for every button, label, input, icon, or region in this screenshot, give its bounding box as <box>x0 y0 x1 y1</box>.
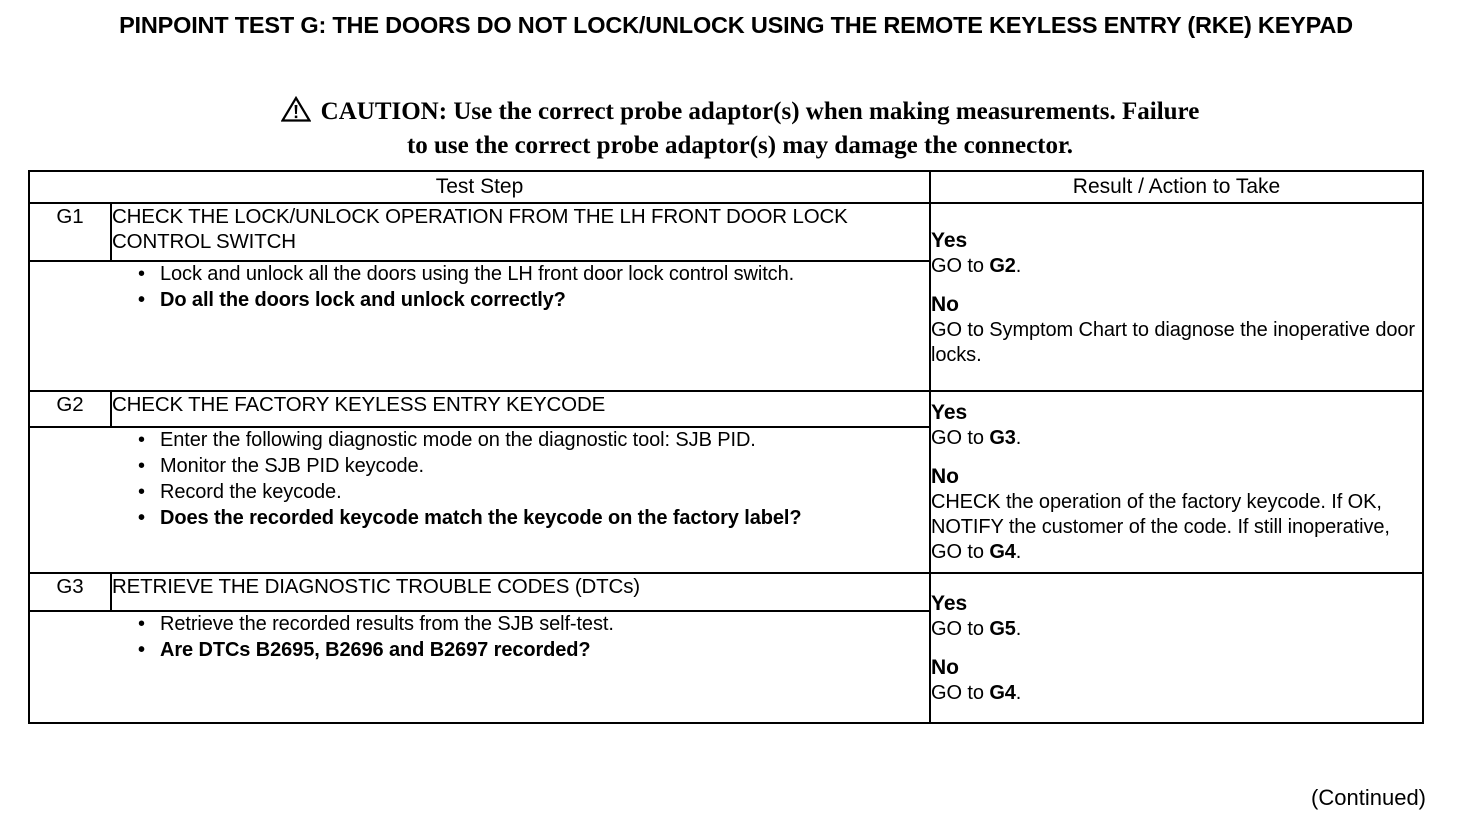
bullet-dot-icon: • <box>138 429 145 451</box>
result-no-action-post-g2: . <box>1015 541 1022 563</box>
result-yes-action-g1: GO to G2. <box>931 254 1422 279</box>
bullet-list-g1: • Lock and unlock all the doors using the… <box>30 262 929 313</box>
step-heading-g2: CHECK THE FACTORY KEYLESS ENTRY KEYCODE <box>110 390 931 428</box>
table-row: G1 CHECK THE LOCK/UNLOCK OPERATION FROM … <box>28 202 1424 392</box>
bullet-dot-icon: • <box>138 613 145 635</box>
table-row: G3 RETRIEVE THE DIAGNOSTIC TROUBLE CODES… <box>28 572 1424 724</box>
list-item: • Record the keycode. <box>30 480 929 505</box>
result-yes-action-post-g3: . <box>1015 618 1022 640</box>
list-item: • Are DTCs B2695, B2696 and B2697 recorde… <box>30 638 929 663</box>
step-body-g2: • Enter the following diagnostic mode on … <box>28 426 931 574</box>
bullet-dot-icon: • <box>138 639 145 661</box>
page-title: PINPOINT TEST G: THE DOORS DO NOT LOCK/U… <box>119 12 1353 38</box>
bullet-dot-icon: • <box>138 507 145 529</box>
result-no-label-g3: No <box>931 656 959 679</box>
result-yes-action-pre-g3: GO to <box>931 618 990 640</box>
table-row: • Lock and unlock all the doors using the… <box>28 260 1423 392</box>
result-yes-action-g3: GO to G5. <box>931 617 1422 642</box>
step-heading-g3: RETRIEVE THE DIAGNOSTIC TROUBLE CODES (D… <box>110 572 931 612</box>
step-heading-g1: CHECK THE LOCK/UNLOCK OPERATION FROM THE… <box>110 202 931 262</box>
step-id-g2: G2 <box>28 390 112 428</box>
result-yes-label-g3: Yes <box>931 592 968 615</box>
bullet-text: Lock and unlock all the doors using the … <box>160 263 795 285</box>
step-body-g3: • Retrieve the recorded results from the … <box>28 610 931 724</box>
result-yes-action-post-g2: . <box>1015 427 1022 449</box>
result-yes-action-g2: GO to G3. <box>931 426 1422 451</box>
result-no-action-ref-g3: G4 <box>989 682 1016 704</box>
result-cell-g2: Yes GO to G3. No CHECK the operation of … <box>929 390 1424 574</box>
result-no-action-g3: GO to G4. <box>931 681 1422 706</box>
result-no-action-ref-g2: G4 <box>989 541 1016 563</box>
result-no-action-post-g3: . <box>1015 682 1022 704</box>
column-header-result-action: Result / Action to Take <box>929 170 1424 204</box>
table-row: G2 CHECK THE FACTORY KEYLESS ENTRY KEYCO… <box>28 390 1424 574</box>
result-yes-action-ref-g1: G2 <box>989 254 1016 277</box>
result-yes-action-post-g1: . <box>1015 254 1022 277</box>
result-no-action-g2: CHECK the operation of the factory keyco… <box>931 490 1422 565</box>
bullet-text: Do all the doors lock and unlock correct… <box>160 289 566 311</box>
bullet-text: Record the keycode. <box>160 481 342 503</box>
table-row: • Enter the following diagnostic mode on … <box>28 426 1423 574</box>
bullet-dot-icon: • <box>138 289 145 311</box>
bullet-text: Retrieve the recorded results from the S… <box>160 613 614 635</box>
result-cell-g3: Yes GO to G5. No GO to G4. <box>929 572 1424 724</box>
result-yes-action-ref-g2: G3 <box>989 427 1016 449</box>
result-no-action-pre-g3: GO to <box>931 682 990 704</box>
bullet-list-g3: • Retrieve the recorded results from the … <box>30 612 929 663</box>
result-cell-g1: Yes GO to G2. No GO to Symptom Chart to … <box>929 202 1424 392</box>
list-item: • Enter the following diagnostic mode on … <box>30 428 929 453</box>
bullet-text: Are DTCs B2695, B2696 and B2697 recorded… <box>160 639 591 661</box>
step-body-g1: • Lock and unlock all the doors using the… <box>28 260 931 392</box>
step-id-g3: G3 <box>28 572 112 612</box>
caution-text-line-2: to use the correct probe adaptor(s) may … <box>406 132 1074 159</box>
result-yes-action-pre-g1: GO to <box>931 254 990 277</box>
result-no-action-pre-g1: GO to Symptom Chart to diagnose the inop… <box>931 318 1415 366</box>
result-yes-action-pre-g2: GO to <box>931 427 990 449</box>
pinpoint-test-table: Test Step Result / Action to Take G1 CHE… <box>28 170 1424 724</box>
caution-text-line-1: CAUTION: Use the correct probe adaptor(s… <box>320 98 1200 125</box>
column-header-test-step: Test Step <box>28 170 931 204</box>
continued-note: (Continued) <box>1311 785 1426 810</box>
result-yes-action-ref-g3: G5 <box>989 618 1016 640</box>
table-row: • Retrieve the recorded results from the … <box>28 610 1423 724</box>
result-no-label-g1: No <box>931 292 959 316</box>
list-item: • Lock and unlock all the doors using the… <box>30 262 929 287</box>
bullet-list-g2: • Enter the following diagnostic mode on … <box>30 428 929 531</box>
result-no-action-pre-g2: CHECK the operation of the factory keyco… <box>931 491 1390 563</box>
bullet-text: Enter the following diagnostic mode on t… <box>160 429 756 451</box>
list-item: • Monitor the SJB PID keycode. <box>30 454 929 479</box>
result-yes-label-g1: Yes <box>931 228 968 252</box>
bullet-text: Monitor the SJB PID keycode. <box>160 455 424 477</box>
list-item: • Does the recorded keycode match the key… <box>30 506 929 531</box>
bullet-text: Does the recorded keycode match the keyc… <box>160 507 802 529</box>
list-item: • Do all the doors lock and unlock correc… <box>30 288 929 313</box>
result-no-action-g1: GO to Symptom Chart to diagnose the inop… <box>931 318 1422 368</box>
result-no-label-g2: No <box>931 465 959 488</box>
result-yes-label-g2: Yes <box>931 401 968 424</box>
step-id-g1: G1 <box>28 202 112 262</box>
bullet-dot-icon: • <box>138 263 145 285</box>
bullet-dot-icon: • <box>138 455 145 477</box>
list-item: • Retrieve the recorded results from the … <box>30 612 929 637</box>
warning-triangle-icon <box>280 95 312 130</box>
table-header-row: Test Step Result / Action to Take <box>28 170 1424 204</box>
caution-block: CAUTION: Use the correct probe adaptor(s… <box>100 95 1380 161</box>
bullet-dot-icon: • <box>138 481 145 503</box>
